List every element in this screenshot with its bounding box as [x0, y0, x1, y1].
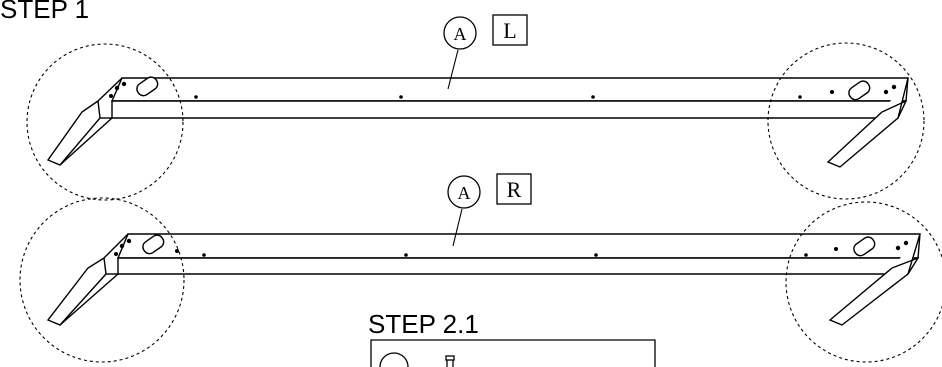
- detail-circle-upper-right: [767, 42, 925, 200]
- step1-title: STEP 1: [0, 0, 89, 24]
- part-letter-lower: A: [458, 183, 471, 203]
- rail-lower-holes: [114, 238, 909, 257]
- detail-circle-lower-right: [785, 201, 942, 363]
- screw-icon: [445, 355, 455, 367]
- part-letter-circle: [443, 16, 477, 50]
- part-label-lower: A R: [447, 173, 532, 247]
- side-letter-lower: R: [507, 177, 522, 202]
- side-letter-upper: L: [503, 18, 516, 43]
- rail-upper: [26, 42, 925, 201]
- part-label-upper: A L: [443, 14, 528, 90]
- side-letter-box-lower: [496, 173, 532, 205]
- detail-circle-lower-left: [19, 197, 185, 363]
- step21-title: STEP 2.1: [368, 309, 479, 339]
- step21-panel: [370, 339, 656, 367]
- side-letter-box-upper: [492, 14, 528, 46]
- part-letter-upper: A: [454, 24, 467, 44]
- part-letter-circle: [447, 175, 481, 209]
- rail-lower: [19, 197, 942, 363]
- detail-circle-upper-left: [26, 43, 184, 201]
- rail-upper-holes: [109, 81, 897, 99]
